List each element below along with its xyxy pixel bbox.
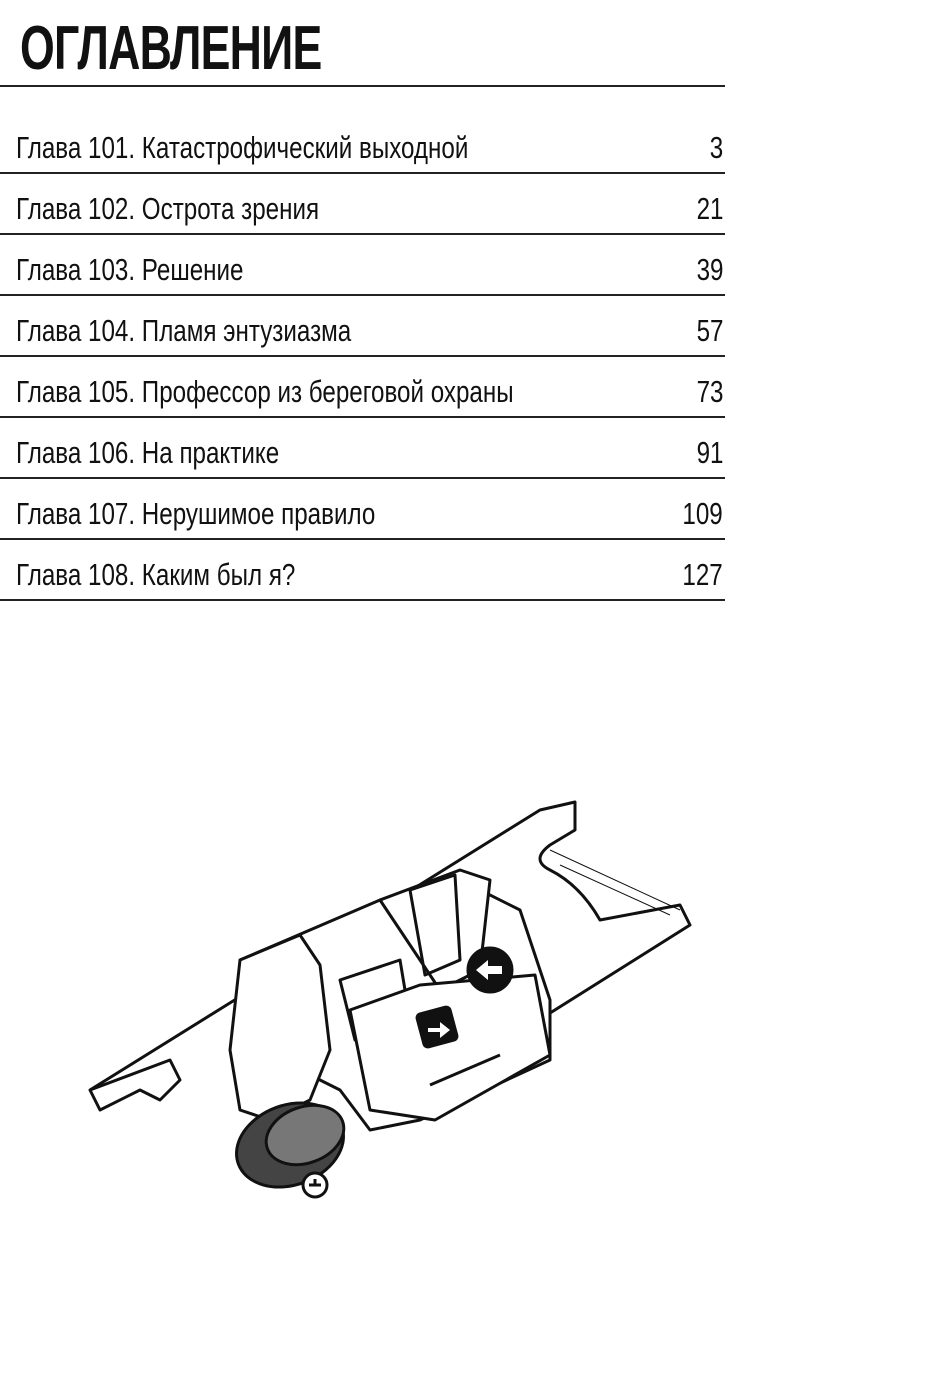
chapter-title: Глава 101. Катастрофический выходной	[16, 130, 469, 165]
page-number: 57	[696, 313, 723, 348]
toc-entry[interactable]: Глава 101. Катастрофический выходной 3	[0, 113, 725, 174]
toc-entry[interactable]: Глава 104. Пламя энтузиазма 57	[0, 296, 725, 357]
chapter-title: Глава 102. Острота зрения	[16, 191, 320, 226]
page-number: 39	[696, 252, 723, 287]
chapter-title: Глава 107. Нерушимое правило	[16, 496, 376, 531]
page-title: ОГЛАВЛЕНИЕ	[20, 14, 322, 83]
chapter-title: Глава 104. Пламя энтузиазма	[16, 313, 352, 348]
page-number: 91	[696, 435, 723, 470]
toc-entry[interactable]: Глава 102. Острота зрения 21	[0, 174, 725, 235]
toc-entry[interactable]: Глава 107. Нерушимое правило 109	[0, 479, 725, 540]
toc-entry[interactable]: Глава 103. Решение 39	[0, 235, 725, 296]
page-number: 127	[682, 557, 723, 592]
title-divider	[0, 85, 725, 87]
page-number: 109	[682, 496, 723, 531]
chapter-title: Глава 105. Профессор из береговой охраны	[16, 374, 514, 409]
toc-entry[interactable]: Глава 106. На практике 91	[0, 418, 725, 479]
chapter-title: Глава 106. На практике	[16, 435, 280, 470]
page-number: 21	[696, 191, 723, 226]
toc-entry[interactable]: Глава 108. Каким был я? 127	[0, 540, 725, 601]
chapter-title: Глава 103. Решение	[16, 252, 244, 287]
table-of-contents: Глава 101. Катастрофический выходной 3 Гл…	[0, 113, 725, 601]
page-number: 3	[709, 130, 723, 165]
chapter-title: Глава 108. Каким был я?	[16, 557, 296, 592]
presser-foot-illustration	[88, 800, 692, 1199]
page-number: 73	[696, 374, 723, 409]
toc-entry[interactable]: Глава 105. Профессор из береговой охраны…	[0, 357, 725, 418]
